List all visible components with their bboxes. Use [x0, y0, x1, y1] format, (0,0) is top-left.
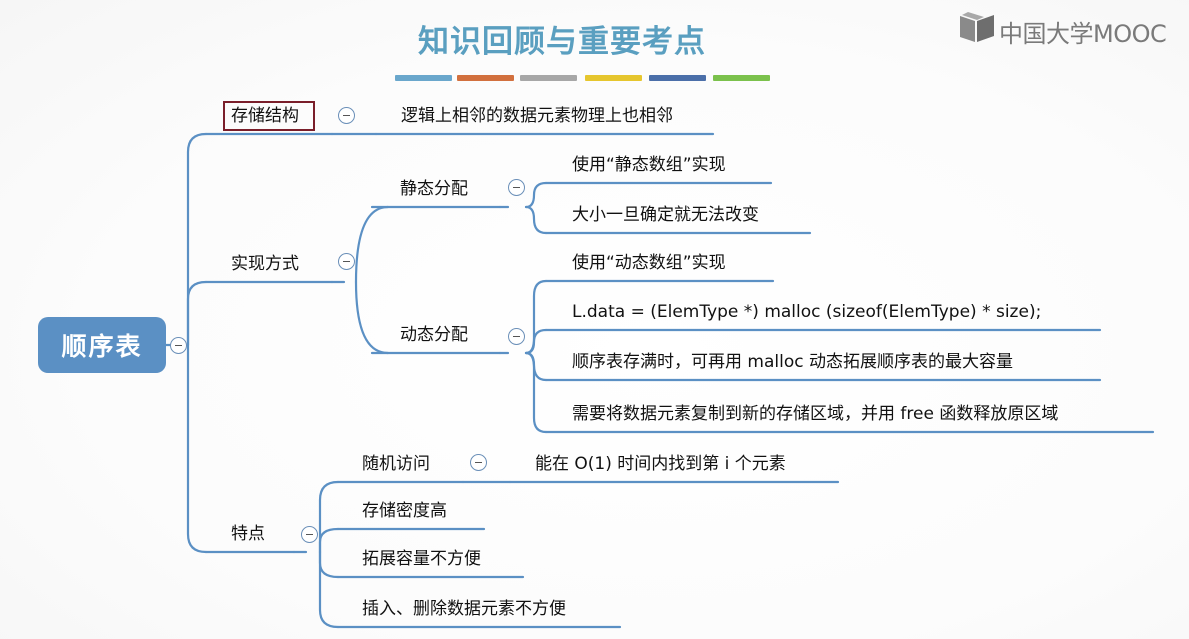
features-collapse-toggle[interactable]: [301, 526, 318, 543]
node-features-item-2[interactable]: 拓展容量不方便: [362, 549, 481, 569]
node-storage-structure[interactable]: 存储结构: [231, 106, 299, 126]
color-bar-1: [395, 75, 452, 81]
storage-collapse-toggle[interactable]: [338, 107, 355, 124]
node-dynamic-item-4[interactable]: 需要将数据元素复制到新的存储区域，并用 free 函数释放原区域: [572, 404, 1059, 424]
color-bar-4: [585, 75, 642, 81]
node-dynamic-item-1[interactable]: 使用“动态数组”实现: [572, 253, 726, 273]
storage-highlight-box: [223, 101, 315, 131]
connector-implementation-static: [354, 205, 390, 284]
color-bar-5: [649, 75, 706, 81]
connector-features-item-2: [318, 550, 340, 579]
color-bar-6: [713, 75, 770, 81]
connector-root-implementation: [186, 280, 208, 347]
connector-static-item-1: [524, 181, 548, 209]
node-random-access-detail[interactable]: 能在 O(1) 时间内找到第 i 个元素: [535, 454, 786, 474]
node-features[interactable]: 特点: [231, 524, 265, 544]
connector-dynamic-item-4: [524, 351, 548, 434]
node-random-access[interactable]: 随机访问: [362, 454, 430, 474]
node-static-item-1[interactable]: 使用“静态数组”实现: [572, 155, 726, 175]
root-node[interactable]: 顺序表: [38, 317, 166, 373]
node-dynamic-item-2[interactable]: L.data = (ElemType *) malloc (sizeof(Ele…: [572, 302, 1042, 322]
connector-dynamic-item-2: [524, 328, 548, 355]
mooc-logo: 中国大学MOOC: [958, 12, 1183, 48]
node-features-item-1[interactable]: 存储密度高: [362, 501, 447, 521]
static-collapse-toggle[interactable]: [508, 179, 525, 196]
color-bar-3: [520, 75, 577, 81]
mooc-book-icon: [960, 12, 994, 42]
connector-dynamic-item-3: [524, 351, 548, 382]
node-dynamic-allocation[interactable]: 动态分配: [400, 325, 468, 345]
connector-features-random: [318, 480, 340, 554]
implementation-collapse-toggle[interactable]: [338, 253, 355, 270]
dynamic-collapse-toggle[interactable]: [508, 328, 525, 345]
connector-features-item-1: [318, 527, 340, 554]
node-storage-detail[interactable]: 逻辑上相邻的数据元素物理上也相邻: [401, 106, 673, 126]
root-collapse-toggle[interactable]: [170, 337, 187, 354]
connector-dynamic-item-1: [524, 279, 548, 355]
connector-root-features: [186, 343, 208, 554]
node-implementation[interactable]: 实现方式: [231, 254, 299, 274]
node-dynamic-item-3[interactable]: 顺序表存满时，可再用 malloc 动态拓展顺序表的最大容量: [572, 352, 1013, 372]
color-bar-2: [457, 75, 514, 81]
random-access-collapse-toggle[interactable]: [470, 454, 487, 471]
slide-title: 知识回顾与重要考点: [418, 24, 706, 60]
node-static-item-2[interactable]: 大小一旦确定就无法改变: [572, 205, 759, 225]
connector-static-item-2: [524, 205, 548, 235]
connector-root-storage: [186, 132, 208, 347]
node-static-allocation[interactable]: 静态分配: [400, 179, 468, 199]
mooc-logo-text: 中国大学MOOC: [999, 20, 1167, 48]
connector-features-item-3: [318, 550, 340, 629]
connector-implementation-dynamic: [354, 280, 390, 355]
node-features-item-3[interactable]: 插入、删除数据元素不方便: [362, 599, 566, 619]
